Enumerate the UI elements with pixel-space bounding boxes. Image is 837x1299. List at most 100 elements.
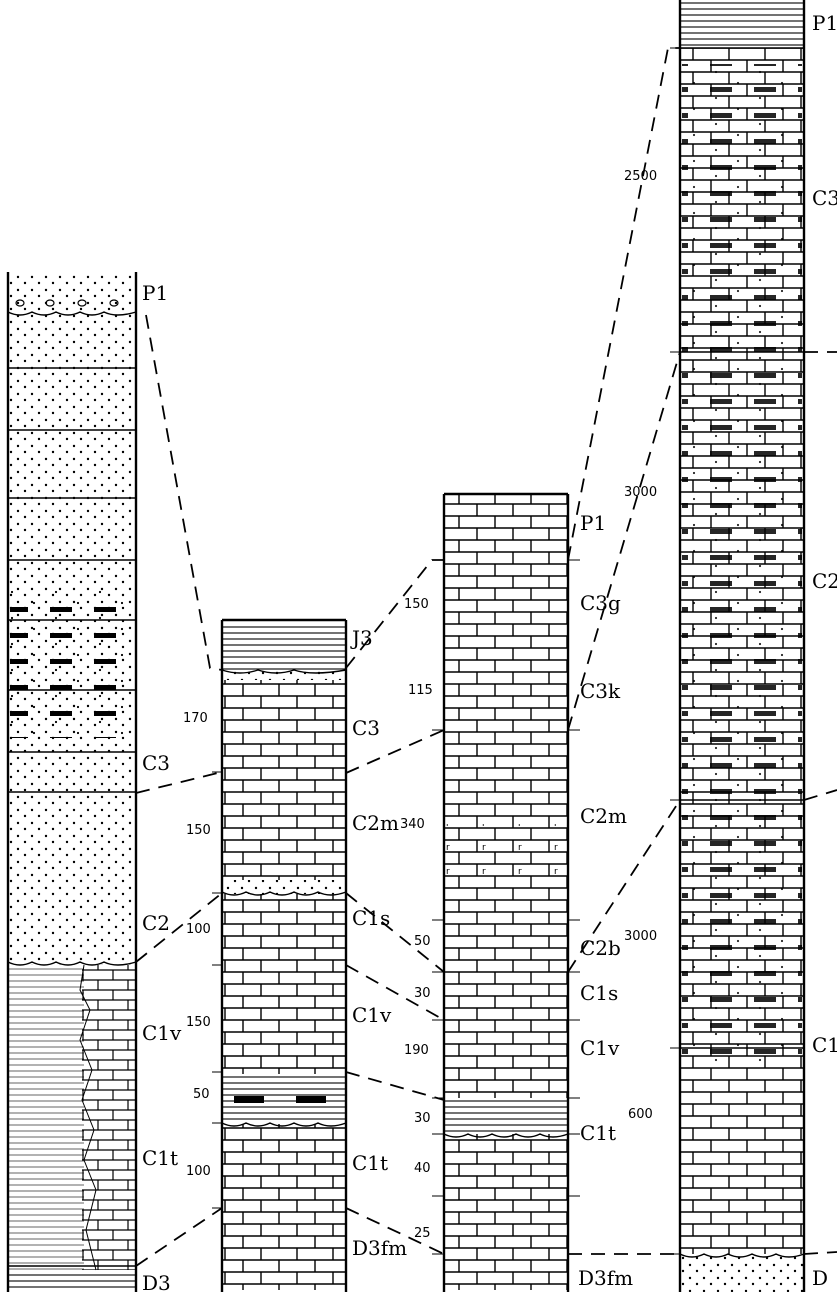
column-4-shale-top: [680, 0, 804, 46]
column-2-limestone-upper: [222, 680, 346, 880]
column-2-thickness-100: 100: [186, 922, 211, 937]
column-3-label-c3k: C3k: [580, 679, 621, 703]
column-1-lens-fill: [10, 588, 134, 738]
correlation-c3k-right: [567, 351, 837, 731]
column-4-outline: [678, 0, 806, 1292]
column-1-label-c3: C3: [142, 751, 170, 775]
column-3-label-c3g: C3g: [580, 591, 621, 615]
column-3-thickness-115: 115: [408, 683, 433, 698]
column-3-label-c1s: C1s: [580, 981, 618, 1005]
column-3-thickness-340: 340: [400, 817, 425, 832]
column-3-limestone-lower: [444, 1134, 568, 1290]
column-3-label-c1t: C1t: [580, 1121, 616, 1145]
column-3-ticks-right: [568, 559, 580, 1255]
column-1-shale-fill: [8, 965, 84, 1270]
column-3-thickness-30: 30: [414, 986, 431, 1001]
column-2-label-d3fm: D3fm: [352, 1236, 407, 1260]
column-4-ticks: [670, 47, 680, 1255]
column-2-outline: [220, 618, 348, 1292]
column-4-label-p1: P1: [812, 11, 837, 35]
column-2-label-c3: C3: [352, 716, 380, 740]
correlation-d-right: [568, 1251, 837, 1255]
column-3-thickness-40: 40: [414, 1161, 431, 1176]
column-2-unconformity-c1s: [221, 891, 347, 896]
column-3-ticks: [432, 559, 444, 1255]
column-3-thickness-25: 25: [414, 1226, 431, 1241]
correlation-c3-mid: [345, 729, 445, 774]
column-2-sand-band-2: [222, 880, 346, 894]
column-1-label-p1: P1: [142, 281, 168, 305]
column-2-ticks: [212, 771, 222, 1209]
column-2-label-j3: J3: [350, 626, 373, 650]
column-2-thickness-50: 50: [193, 1087, 210, 1102]
column-2-labels: J3 C3 C2m C1s C1v C1t D3fm 170 150 100 1…: [183, 626, 407, 1260]
column-2-thickness-150b: 150: [186, 1015, 211, 1030]
column-4-thickness-2500: 2500: [624, 169, 657, 184]
column-3-thickness-190: 190: [404, 1043, 429, 1058]
column-1-base-shale: [8, 1270, 136, 1292]
column-3: [442, 492, 570, 1292]
column-3-label-p1: P1: [580, 511, 606, 535]
column-3-label-c2b: C2b: [580, 936, 621, 960]
column-1-pebbles: [15, 299, 119, 307]
column-1-unconformity-p1: [7, 311, 137, 316]
thickness-ticks: [212, 47, 680, 1255]
column-3-shale-c1t: [444, 1098, 568, 1134]
column-3-label-c1v: C1v: [580, 1036, 620, 1060]
column-2-thickness-150: 150: [186, 823, 211, 838]
column-3-limestone-middle: [444, 890, 568, 1098]
column-1-label-c2: C2: [142, 911, 170, 935]
column-3-limestone-upper: [444, 494, 568, 824]
column-4: [678, 0, 806, 1292]
column-2-label-c2m: C2m: [352, 811, 399, 835]
column-3-label-c2m: C2m: [580, 804, 627, 828]
column-1: [6, 272, 138, 1292]
correlation-c1v-mid: [345, 964, 445, 1021]
column-2-limestone-lower: [222, 1124, 346, 1290]
column-3-outline: [442, 492, 570, 1292]
column-3-thickness-30b: 30: [414, 1111, 431, 1126]
column-1-facies-boundary: [79, 964, 97, 1271]
column-1-bed-lines: [8, 367, 136, 793]
column-1-outline: [6, 272, 138, 1292]
column-1-unconformity-c2: [7, 961, 137, 966]
column-4-unconformity-d: [679, 1253, 805, 1258]
column-1-label-c1t: C1t: [142, 1146, 178, 1170]
column-4-thickness-600: 600: [628, 1107, 653, 1122]
column-2-thickness-100b: 100: [186, 1164, 211, 1179]
column-2-shale-top: [222, 622, 346, 670]
column-2-lens-a: [234, 1096, 264, 1103]
correlation-d3fm-mid: [345, 1207, 445, 1255]
column-1-label-c1v: C1v: [142, 1021, 182, 1045]
column-4-label-d: D: [812, 1266, 828, 1290]
column-1-limestone-fill: [82, 965, 136, 1270]
correlation-c1s-mid: [345, 892, 445, 973]
column-4-label-c3: C3: [812, 186, 837, 210]
column-4-labels: P1 C3 C2 C1 D 2500 3000 3000 600: [624, 11, 837, 1290]
column-4-label-c1: C1: [812, 1033, 837, 1057]
column-2-thickness-170: 170: [183, 711, 208, 726]
column-1-labels: P1 C3 C2 C1v C1t D3: [142, 281, 182, 1295]
column-3-unconformity-c1t: [443, 1133, 569, 1138]
column-2-sand-band: [222, 670, 346, 680]
column-4-label-c2: C2: [812, 569, 837, 593]
correlation-c1t-mid: [345, 1071, 445, 1101]
column-3-thickness-50: 50: [414, 934, 431, 949]
column-2-unconformity-j3: [221, 669, 347, 674]
column-4-bed-lines: [680, 47, 804, 1049]
column-4-lens-fill: [682, 64, 802, 1064]
column-3-label-d3fm: D3fm: [578, 1266, 633, 1290]
correlation-c2b-right: [567, 789, 837, 973]
correlation-d3-left: [135, 1207, 223, 1267]
column-1-label-d3: D3: [142, 1271, 171, 1295]
column-2-limestone-middle: [222, 894, 346, 1074]
correlation-c2-left: [135, 892, 223, 963]
column-3-dolomite-band: [444, 824, 568, 890]
column-2-label-c1s: C1s: [352, 906, 390, 930]
column-3-thickness-150: 150: [404, 597, 429, 612]
column-3-labels: P1 C3g C3k C2m C2b C1s C1v C1t D3fm 150 …: [400, 511, 633, 1290]
column-2: [220, 618, 348, 1292]
column-2-unconformity-c1t: [221, 1122, 347, 1127]
